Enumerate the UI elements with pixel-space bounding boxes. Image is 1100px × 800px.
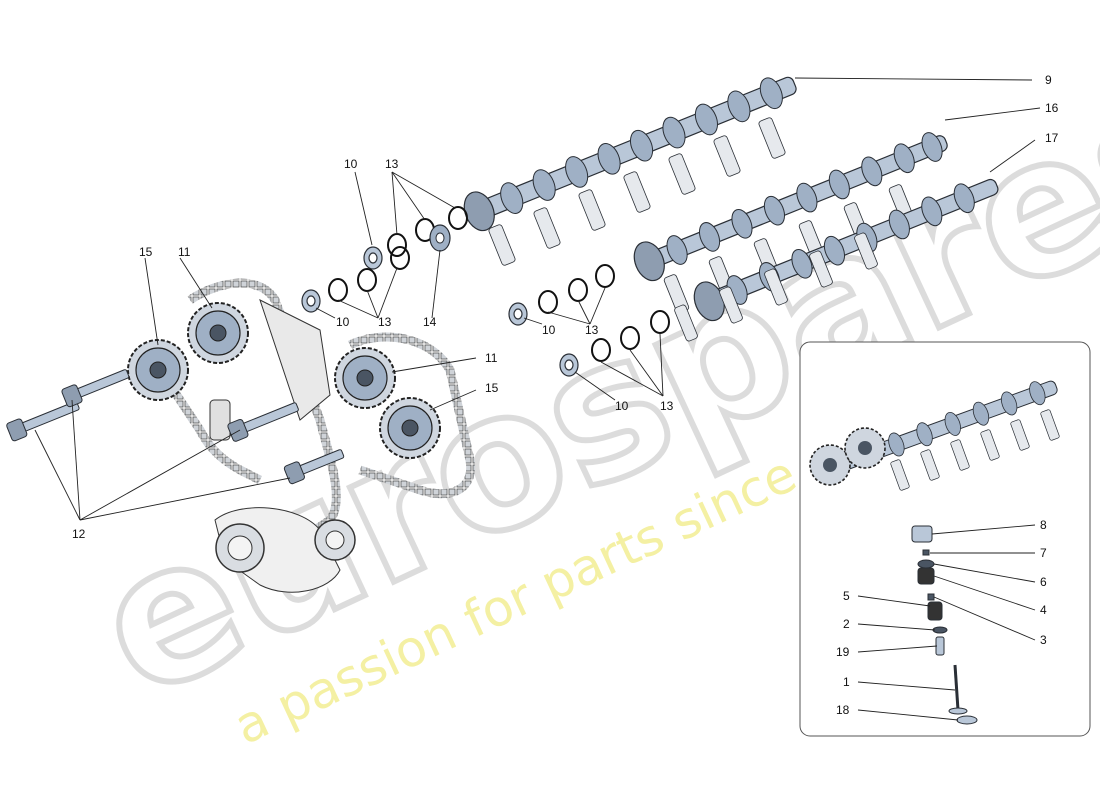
callout-13-mid: 13 bbox=[378, 315, 392, 329]
callout-labels: 9 16 17 10 13 10 13 14 15 11 11 15 10 13… bbox=[72, 73, 1059, 541]
inset-camshaft bbox=[809, 380, 1060, 491]
seat-2 bbox=[932, 626, 948, 634]
callout-11-left: 11 bbox=[178, 245, 191, 259]
callout-15-right: 15 bbox=[485, 381, 499, 395]
tappet-8 bbox=[911, 525, 933, 543]
phaser-11-left bbox=[187, 302, 249, 364]
washers-10 bbox=[301, 246, 579, 377]
callout-5: 5 bbox=[843, 589, 850, 603]
callout-13-bottom: 13 bbox=[660, 399, 674, 413]
camshaft-17 bbox=[674, 178, 999, 342]
callout-10-right: 10 bbox=[542, 323, 556, 337]
valve-head-1 bbox=[948, 707, 968, 715]
callout-2: 2 bbox=[843, 617, 850, 631]
callout-15-left: 15 bbox=[139, 245, 153, 259]
inset-callout-labels: 8 7 6 4 3 5 2 19 1 18 bbox=[836, 518, 1047, 717]
valve-detail-inset: 8 7 6 4 3 5 2 19 1 18 bbox=[799, 341, 1091, 737]
callout-13-right: 13 bbox=[585, 323, 599, 337]
bolts-12 bbox=[6, 369, 345, 485]
callout-19: 19 bbox=[836, 645, 850, 659]
spring-4 bbox=[917, 567, 935, 585]
callout-12: 12 bbox=[72, 527, 86, 541]
camshaft-9 bbox=[463, 76, 797, 266]
callout-17: 17 bbox=[1045, 131, 1059, 145]
callout-10-bottom: 10 bbox=[615, 399, 629, 413]
callout-11-right: 11 bbox=[485, 351, 498, 365]
timing-chain-assembly bbox=[156, 278, 476, 593]
callout-10-mid: 10 bbox=[336, 315, 350, 329]
callout-7: 7 bbox=[1040, 546, 1047, 560]
callout-16: 16 bbox=[1045, 101, 1059, 115]
phaser-15-right bbox=[379, 397, 441, 459]
callout-6: 6 bbox=[1040, 575, 1047, 589]
callout-10-top: 10 bbox=[344, 157, 358, 171]
collet-7 bbox=[922, 549, 930, 556]
phaser-15-left bbox=[127, 339, 189, 401]
phaser-11-right bbox=[334, 347, 396, 409]
leader-lines bbox=[34, 77, 1041, 521]
callout-13-top: 13 bbox=[385, 157, 399, 171]
callout-1: 1 bbox=[843, 675, 850, 689]
bushing-14 bbox=[429, 224, 451, 252]
callout-14: 14 bbox=[423, 315, 437, 329]
guide-19 bbox=[935, 636, 945, 656]
valve-components bbox=[911, 525, 978, 725]
callout-18: 18 bbox=[836, 703, 850, 717]
inset-leader-lines bbox=[857, 524, 1036, 721]
callout-8: 8 bbox=[1040, 518, 1047, 532]
seat-insert-18 bbox=[956, 715, 978, 725]
callout-4: 4 bbox=[1040, 603, 1047, 617]
callout-9: 9 bbox=[1045, 73, 1052, 87]
retainer-6 bbox=[917, 559, 935, 569]
callout-3: 3 bbox=[1040, 633, 1047, 647]
valve-1 bbox=[953, 664, 960, 711]
spring-5 bbox=[927, 601, 943, 621]
seal-3 bbox=[927, 593, 935, 601]
